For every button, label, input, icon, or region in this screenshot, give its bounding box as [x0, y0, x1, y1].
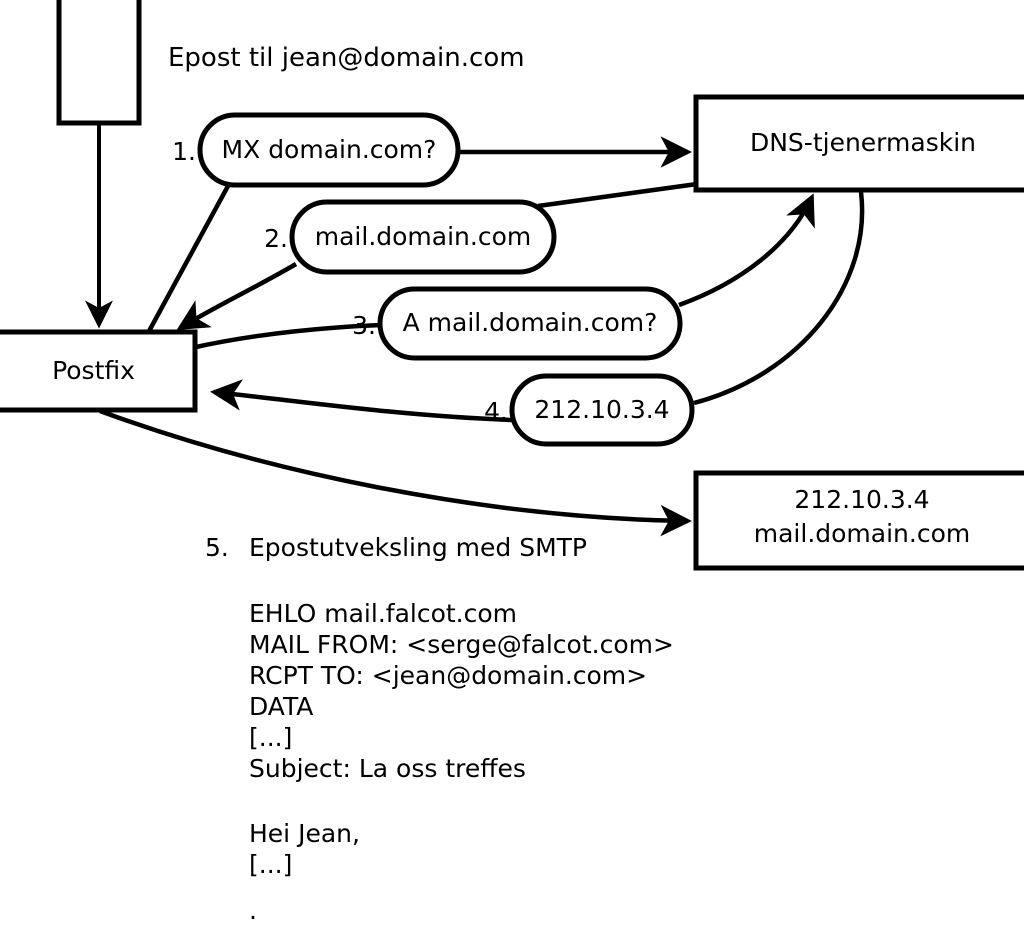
edge-dns-to-step2 [537, 181, 698, 209]
smtp-transcript-line-9: [...] [249, 850, 293, 879]
step-bubble-1-shape [197, 112, 461, 188]
step-number-5: 5. [205, 533, 229, 562]
postfix-box-shape [0, 329, 198, 413]
smtp-transcript-line-3: RCPT TO: <jean@domain.com> [249, 661, 648, 690]
step-number-3: 3. [352, 311, 376, 340]
step-number-4: 4. [484, 397, 508, 426]
target-box-shape [693, 470, 1024, 571]
smtp-transcript-line-2: MAIL FROM: <serge@falcot.com> [249, 630, 674, 659]
smtp-transcript-line-6: Subject: La oss treffes [249, 754, 526, 783]
step-number-2: 2. [264, 224, 288, 253]
step-number-1: 1. [172, 137, 196, 166]
step-bubble-2-shape [289, 199, 557, 275]
page-title: Epost til jean@domain.com [168, 43, 525, 73]
smtp-transcript-line-10: . [249, 896, 257, 925]
edge-postfix-to-step3 [195, 322, 382, 350]
edge-step1-leader [146, 184, 230, 335]
edge-step4-to-postfix [210, 379, 513, 423]
edge-step3-to-dns [678, 193, 815, 308]
step-bubble-4-shape [509, 373, 695, 447]
mua-box-shape [56, 0, 142, 126]
edge-step2-to-postfix [176, 262, 298, 331]
smtp-transcript-line-5: [...] [249, 723, 293, 752]
dns-box-shape [693, 94, 1024, 193]
smtp-transcript-line-1: EHLO mail.falcot.com [249, 599, 518, 628]
step-bubble-3-shape [377, 286, 683, 361]
smtp-transcript-line-8: Hei Jean, [249, 819, 360, 848]
smtp-transcript-line-4: DATA [249, 692, 314, 721]
edge-dns-to-step4 [693, 191, 865, 406]
edge-postfix-to-target [99, 408, 692, 537]
step5-label: Epostutveksling med SMTP [249, 533, 588, 562]
